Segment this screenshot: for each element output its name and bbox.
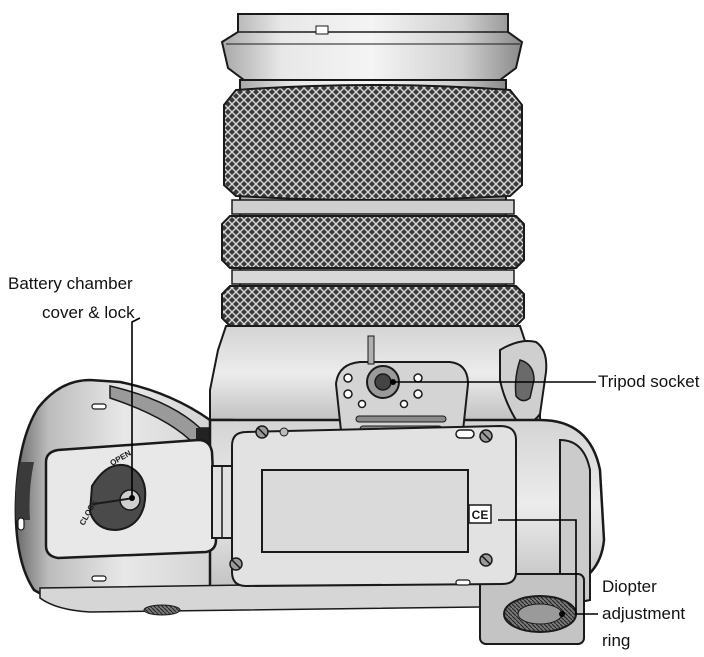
- lens-front-ring: [220, 13, 524, 81]
- diopter-label-line3: ring: [602, 631, 631, 650]
- diopter-leader-line: [498, 519, 598, 615]
- ce-mark: CE: [472, 508, 489, 522]
- lens-rear-ring-knurl: [221, 285, 525, 327]
- body-slots: [17, 403, 471, 586]
- screws: [229, 425, 493, 571]
- bottom-cover-panel: [231, 424, 517, 588]
- focus-ring-knurl: [223, 84, 523, 201]
- lens-assembly: [220, 13, 525, 327]
- battery-leader-line: [131, 317, 141, 498]
- viewfinder-housing: [559, 438, 591, 608]
- diopter-label-line1: Diopter: [602, 577, 657, 596]
- zoom-ring-knurl: [221, 215, 525, 269]
- tripod-socket-label: Tripod socket: [598, 372, 700, 391]
- leader-lines: [131, 317, 598, 615]
- battery-chamber-label-line2: cover & lock: [42, 303, 135, 322]
- diopter-label-line2: adjustment: [602, 604, 686, 623]
- battery-chamber-label-line1: Battery chamber: [8, 274, 133, 293]
- ce-mark-box: [468, 504, 492, 524]
